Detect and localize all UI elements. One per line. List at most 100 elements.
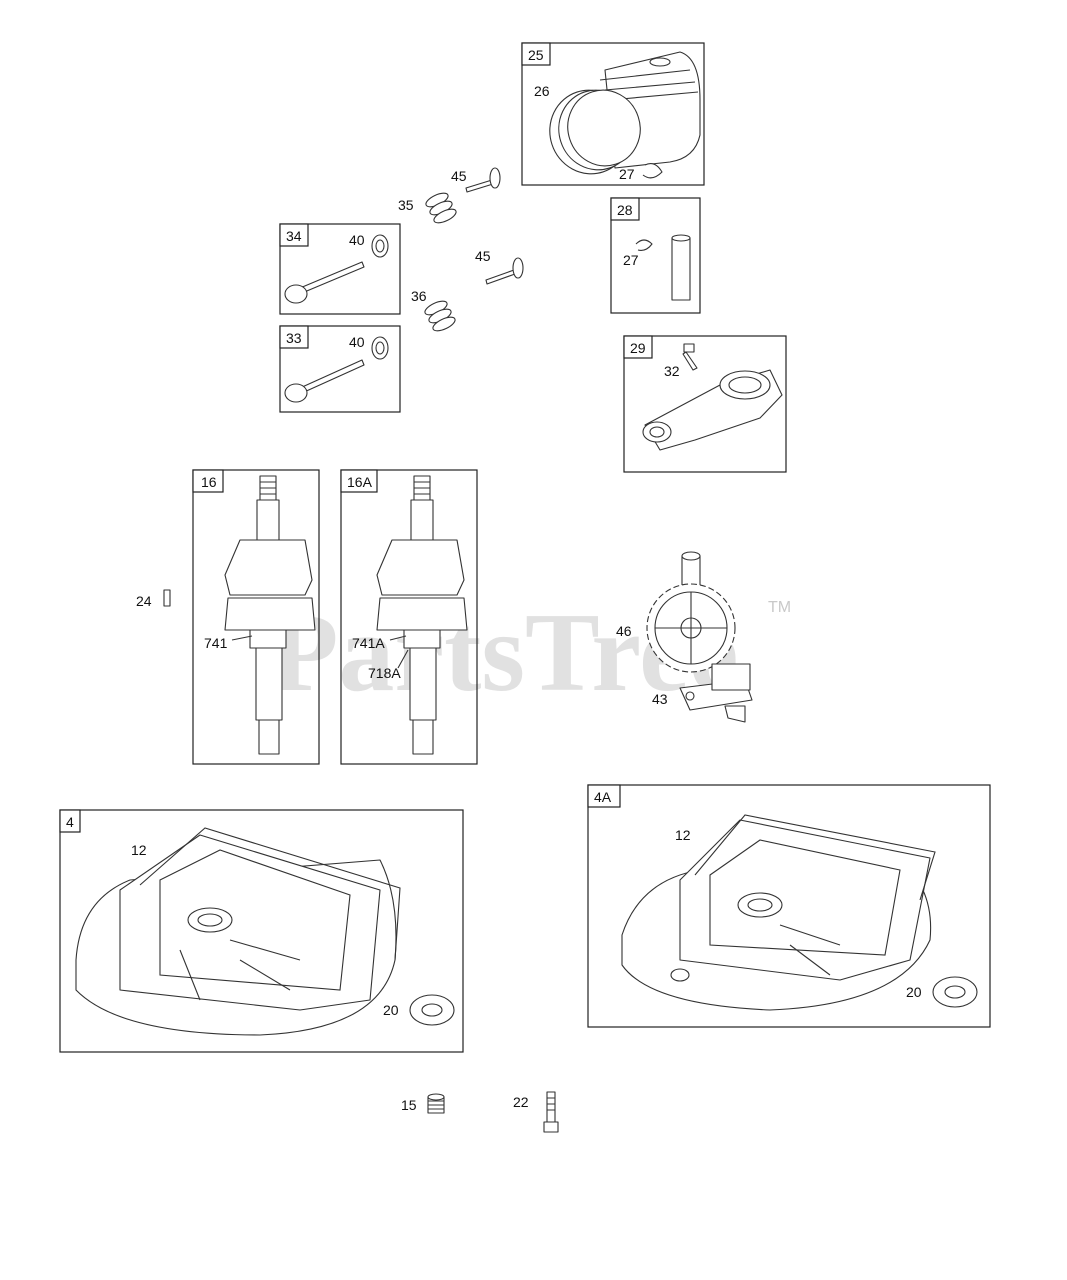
camshaft-gear-icon: [646, 551, 736, 673]
group-tag: 29: [630, 340, 646, 356]
group-16-crankshaft[interactable]: 16 741: [192, 469, 320, 765]
valve-head-icon: [512, 257, 524, 279]
part-label-12: 12: [131, 842, 147, 858]
spring-36[interactable]: 36: [411, 288, 457, 334]
oil-seal-icon: [932, 976, 978, 1008]
group-tag-box: [59, 809, 81, 833]
sump-cover-icon: [75, 834, 397, 1036]
valve-spring-icon: [424, 300, 456, 332]
sump-cover-icon: [621, 819, 932, 1011]
group-frame: [610, 197, 701, 314]
part-label-27: 27: [623, 252, 639, 268]
group-tag-box: [279, 325, 309, 349]
group-frame: [521, 42, 705, 186]
part-label-40: 40: [349, 232, 365, 248]
leader-line: [389, 635, 409, 669]
valve-head-icon: [489, 167, 501, 189]
part-label-26: 26: [534, 83, 550, 99]
group-tag: 16A: [347, 474, 373, 490]
group-tag-box: [340, 469, 378, 493]
crankshaft-icon: [224, 475, 316, 755]
spring-35[interactable]: 35: [398, 190, 458, 225]
group-tag: 28: [617, 202, 633, 218]
group-frame: [279, 223, 401, 315]
group-frame: [279, 325, 401, 413]
part-label-718a: 718A: [368, 665, 401, 681]
group-33-valve[interactable]: 33 40: [279, 325, 401, 413]
gasket-icon: [694, 814, 936, 901]
governor-assembly-icon: [679, 663, 753, 723]
group-tag-box: [279, 223, 309, 247]
group-4a-sump[interactable]: 4A 12 20: [587, 784, 991, 1028]
part-label-32: 32: [664, 363, 680, 379]
part-label-22: 22: [513, 1094, 529, 1110]
bolt-22[interactable]: 22: [513, 1091, 559, 1133]
group-tag: 16: [201, 474, 217, 490]
part-label-24: 24: [136, 593, 152, 609]
crankshaft-icon: [376, 475, 468, 755]
retaining-clip-icon: [635, 239, 653, 251]
valve-stem-icon: [465, 179, 494, 193]
part-label-15: 15: [401, 1097, 417, 1113]
oil-seal-icon: [409, 994, 455, 1026]
part-label-741: 741: [204, 635, 228, 651]
group-frame: [192, 469, 320, 765]
part-label-36: 36: [411, 288, 427, 304]
piston-rings-icon: [549, 89, 641, 175]
watermark-trademark: TM: [768, 599, 791, 616]
key-24[interactable]: 24: [136, 589, 171, 609]
valve-stem-icon: [485, 269, 516, 285]
part-label-45: 45: [451, 168, 467, 184]
group-34-valve[interactable]: 34 40: [279, 223, 401, 315]
part-label-45: 45: [475, 248, 491, 264]
group-16a-crankshaft[interactable]: 16A 741A 718A: [340, 469, 478, 765]
valve-retainer-icon: [371, 336, 389, 360]
part-label-27: 27: [619, 166, 635, 182]
group-tag-box: [623, 335, 653, 359]
connecting-rod-icon: [642, 369, 783, 451]
governor-43[interactable]: 43: [652, 663, 753, 723]
valve-icon: [284, 261, 365, 304]
part-label-20: 20: [383, 1002, 399, 1018]
part-label-40: 40: [349, 334, 365, 350]
group-4-sump[interactable]: 4 12 20: [59, 809, 464, 1053]
crankshaft-key-icon: [163, 589, 171, 607]
cam-46[interactable]: 46: [616, 551, 736, 673]
rod-bolt-icon: [682, 343, 698, 371]
part-label-20: 20: [906, 984, 922, 1000]
bolt-icon: [543, 1091, 559, 1133]
valve-45-lower[interactable]: 45: [475, 248, 524, 285]
group-tag-box: [521, 42, 551, 66]
wrist-pin-icon: [671, 234, 691, 301]
group-tag-box: [610, 197, 640, 221]
part-label-46: 46: [616, 623, 632, 639]
group-28-wrist-pin[interactable]: 28 27: [610, 197, 701, 314]
valve-icon: [284, 359, 365, 403]
valve-spring-icon: [425, 192, 457, 224]
group-tag: 25: [528, 47, 544, 63]
part-label-741a: 741A: [352, 635, 385, 651]
group-frame: [623, 335, 787, 473]
group-tag-box: [587, 784, 621, 808]
group-25-piston-assembly[interactable]: 25 26 27: [521, 42, 705, 186]
valve-45-upper[interactable]: 45: [451, 167, 501, 193]
group-frame: [59, 809, 464, 1053]
group-frame: [587, 784, 991, 1028]
valve-retainer-icon: [371, 234, 389, 258]
group-frame: [340, 469, 478, 765]
group-29-connecting-rod[interactable]: 29 32: [623, 335, 787, 473]
group-tag: 4: [66, 814, 74, 830]
part-label-35: 35: [398, 197, 414, 213]
group-tag: 34: [286, 228, 302, 244]
plug-icon: [427, 1093, 445, 1114]
part-label-43: 43: [652, 691, 668, 707]
leader-line: [231, 635, 253, 641]
retaining-clip-icon: [642, 163, 663, 179]
plug-15[interactable]: 15: [401, 1093, 445, 1114]
group-tag-box: [192, 469, 224, 493]
part-label-12: 12: [675, 827, 691, 843]
group-tag: 4A: [594, 789, 612, 805]
gasket-icon: [139, 827, 401, 961]
group-tag: 33: [286, 330, 302, 346]
